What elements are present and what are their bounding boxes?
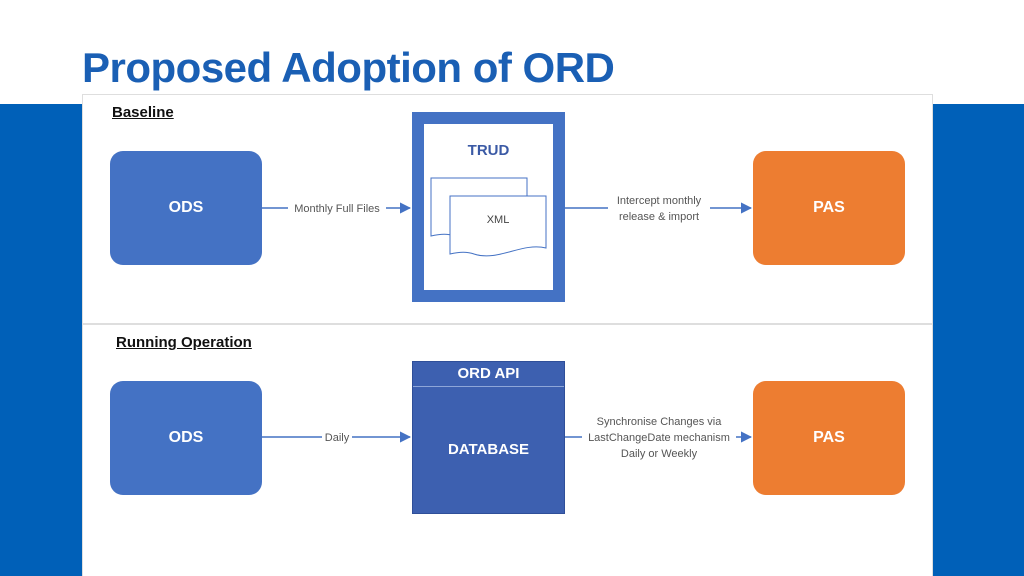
baseline-ods-label: ODS [168,199,204,216]
running-edge-in-label: Daily [325,432,350,444]
baseline-ods-node: ODS [110,151,262,265]
baseline-heading: Baseline [112,104,174,121]
baseline-edge-in-label: Monthly Full Files [294,203,380,215]
running-pas-label: PAS [813,429,845,446]
running-edge-out-label-bg [582,430,736,444]
running-ods-node: ODS [110,381,262,495]
ord-database-box: ORD API DATABASE [412,361,565,514]
xml-document-front-icon [449,195,547,257]
baseline-edge-out-line-2: release & import [619,211,699,223]
running-ods-label: ODS [168,429,204,446]
xml-document-label: XML [487,214,510,226]
baseline-edge-in-label-bg [288,200,386,215]
page-title: Proposed Adoption of ORD [82,44,615,91]
running-pas-node: PAS [753,381,905,495]
running-edge-in-label-bg [322,429,352,444]
ord-api-header: ORD API [413,362,564,387]
running-edge-out-line-3: Daily or Weekly [621,448,698,460]
trud-label: TRUD [467,142,510,159]
baseline-pas-label: PAS [813,199,845,216]
running-operation-heading: Running Operation [116,334,252,351]
running-edge-out-line-1: Synchronise Changes via [597,416,723,428]
baseline-edge-out-line-1: Intercept monthly [617,195,702,207]
database-label: DATABASE [447,441,530,458]
running-edge-out-line-2: LastChangeDate mechanism [588,432,730,444]
baseline-pas-node: PAS [753,151,905,265]
baseline-edge-out-label-bg [608,193,710,222]
